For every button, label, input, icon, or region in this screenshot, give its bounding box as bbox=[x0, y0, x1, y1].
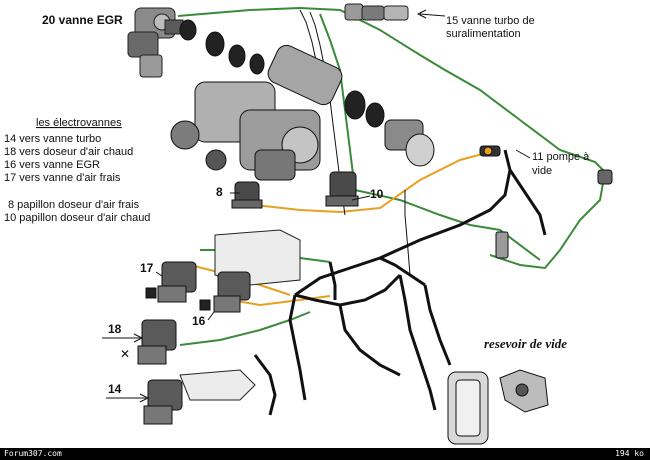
callout-arrows bbox=[102, 9, 531, 403]
legend-item-17: 17 vers vanne d'air frais bbox=[4, 172, 121, 184]
damper-10-part bbox=[325, 171, 359, 207]
black-hoses bbox=[253, 149, 547, 416]
turbo-valve-part bbox=[344, 3, 409, 21]
solenoid-14-part bbox=[143, 379, 183, 425]
footer-bar: Forum307.com 194 ko bbox=[0, 448, 650, 460]
callout-14: 14 bbox=[108, 382, 122, 396]
vacuum-reservoir-part bbox=[447, 369, 549, 445]
fitting-right-part bbox=[495, 169, 613, 259]
callout-18: 18 bbox=[108, 322, 122, 336]
label-pump-2: vide bbox=[532, 165, 552, 177]
pipe-assembly-part bbox=[179, 19, 435, 167]
label-turbo-valve-2: suralimentation bbox=[446, 28, 521, 40]
footer-size: 194 ko bbox=[615, 449, 644, 458]
solenoid-16-part bbox=[199, 271, 251, 313]
label-vacuum-reservoir: resevoir de vide bbox=[484, 336, 567, 351]
callout-17: 17 bbox=[140, 261, 154, 275]
legend-item-18: 18 vers doseur d'air chaud bbox=[4, 146, 133, 158]
legend-item-10: 10 papillon doseur d'air chaud bbox=[4, 212, 150, 224]
bracket-part bbox=[179, 229, 301, 401]
label-pump-1: 11 pompe à bbox=[532, 151, 590, 163]
legend-item-14: 14 vers vanne turbo bbox=[4, 133, 101, 145]
egr-valve-part bbox=[127, 7, 184, 78]
intake-manifold-part bbox=[170, 81, 321, 181]
svg-text:✕: ✕ bbox=[120, 347, 130, 361]
legend-item-8: 8 papillon doseur d'air frais bbox=[8, 199, 140, 211]
callout-16: 16 bbox=[192, 314, 206, 328]
vacuum-pump-part bbox=[479, 145, 501, 157]
legend-item-16: 16 vers vanne EGR bbox=[4, 159, 100, 171]
footer-site: Forum307.com bbox=[4, 449, 62, 458]
solenoid-18-part: ✕ bbox=[120, 319, 177, 365]
legend-title: les électrovannes bbox=[36, 117, 122, 129]
callout-8: 8 bbox=[216, 185, 223, 199]
label-egr-valve: 20 vanne EGR bbox=[42, 13, 123, 27]
callout-10: 10 bbox=[370, 187, 384, 201]
solenoid-17-part bbox=[145, 261, 197, 303]
damper-8-part bbox=[231, 181, 263, 209]
label-turbo-valve-1: 15 vanne turbo de bbox=[446, 15, 535, 27]
